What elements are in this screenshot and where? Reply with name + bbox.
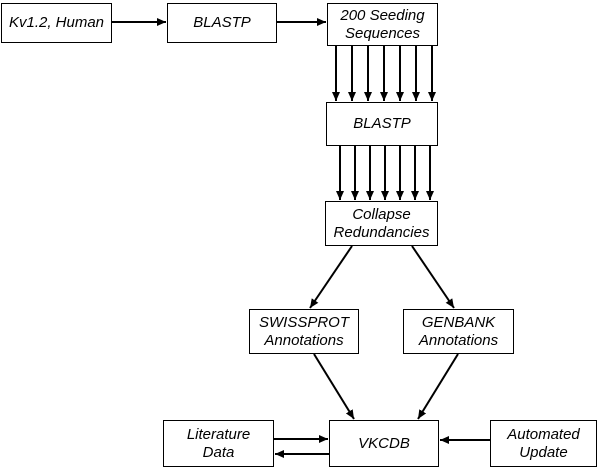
node-literature-data: Literature Data xyxy=(163,420,274,467)
node-seeding-sequences: 200 Seeding Sequences xyxy=(327,3,438,46)
node-kv12-human: Kv1.2, Human xyxy=(1,3,112,43)
arrow-collapse-to-swissprot xyxy=(309,245,353,309)
arrow-swissprot-to-vkcdb xyxy=(313,353,355,420)
node-automated-update: Automated Update xyxy=(490,420,597,467)
node-blastp-first: BLASTP xyxy=(167,3,277,43)
arrow-genbank-to-vkcdb xyxy=(417,353,459,420)
node-vkcdb: VKCDB xyxy=(329,420,439,467)
node-swissprot-annotations: SWISSPROT Annotations xyxy=(249,309,359,354)
node-collapse-redundancies: Collapse Redundancies xyxy=(325,201,438,246)
arrow-collapse-to-genbank xyxy=(411,245,455,309)
node-blastp-second: BLASTP xyxy=(326,102,438,146)
node-genbank-annotations: GENBANK Annotations xyxy=(403,309,514,354)
